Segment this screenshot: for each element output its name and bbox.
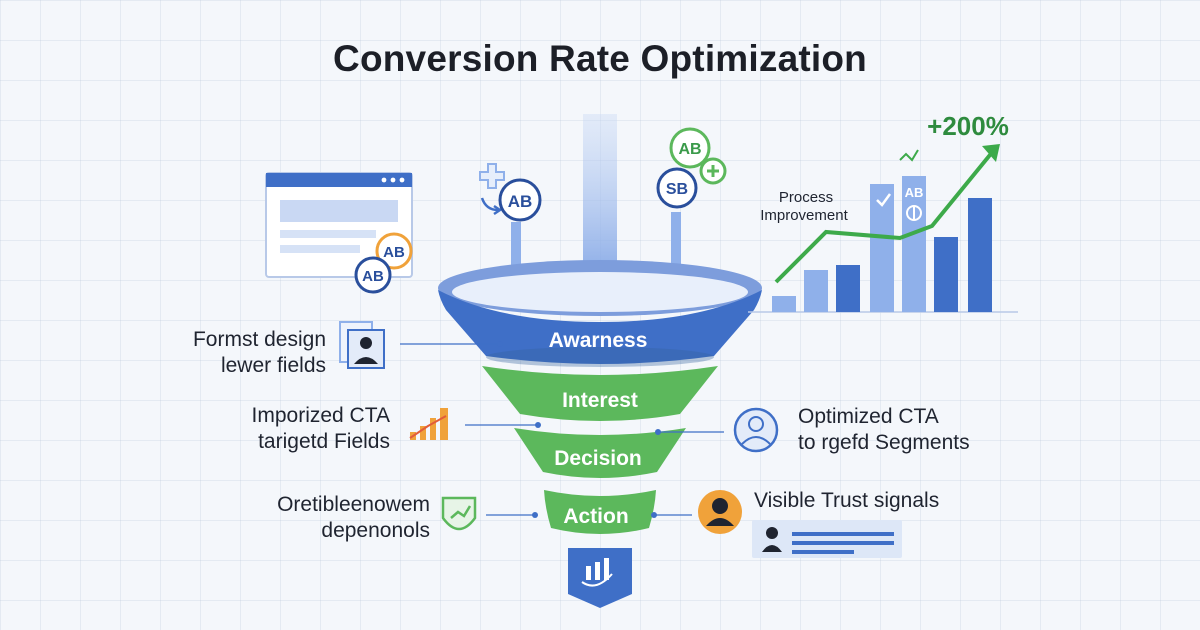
right-note-2-line1: Visible Trust signals <box>754 489 940 512</box>
ab-badge-blue-small: AB <box>354 256 392 294</box>
left-note-form-design: Formst design lewer fields <box>120 327 326 379</box>
right-note-trust-signals: Visible Trust signals <box>754 488 1014 514</box>
right-note-optimized-cta: Optimized CTA to rgefd Segments <box>798 404 1058 456</box>
growth-change-label: +200% <box>927 111 1009 141</box>
trend-spark-icon <box>899 149 919 162</box>
growth-annotation-line1: Process <box>779 189 833 206</box>
shield-check-icon <box>441 496 477 531</box>
ab-badge-green: AB <box>669 127 711 169</box>
stage-action-band <box>544 490 656 534</box>
funnel <box>438 260 762 608</box>
review-card-icon <box>752 520 902 558</box>
ab-badge-3-text: AB <box>508 192 533 211</box>
stage-label-decision: Decision <box>554 447 642 470</box>
user-avatar-icon <box>733 407 779 453</box>
ab-badge-2-text: AB <box>362 268 384 285</box>
plus-circle-icon <box>699 157 727 185</box>
left-note-3-line2: depenonols <box>321 519 430 542</box>
stage-awareness-band <box>438 290 762 364</box>
chart-up-icon <box>581 558 613 587</box>
growth-annotation-line2: Improvement <box>760 207 848 224</box>
growth-arrowhead <box>982 144 1000 162</box>
stage-label-interest: Interest <box>562 389 638 412</box>
left-note-3-line1: Oretibleenowem <box>277 493 430 516</box>
left-note-2-line2: tarigetd Fields <box>258 430 390 453</box>
stage-label-action: Action <box>563 505 628 528</box>
stage-decision-band <box>514 428 686 478</box>
plus-icon <box>479 163 505 216</box>
left-note-cta: Imporized CTA tarigetd Fields <box>140 403 390 455</box>
left-note-1-line2: lewer fields <box>220 354 326 377</box>
growth-bar <box>772 296 796 312</box>
growth-chart: AB <box>748 144 1018 313</box>
sb-badge: SB <box>656 167 698 209</box>
left-note-dependencies: Oretibleenowem depenonols <box>160 492 430 544</box>
growth-bar <box>934 237 958 312</box>
stage-interest-band <box>482 366 718 421</box>
ab-badge-5-text: SB <box>666 181 688 198</box>
left-note-1-line1: Formst design <box>192 328 326 351</box>
ab-badge-orange: AB <box>375 232 413 270</box>
ab-badge-1-text: AB <box>383 244 405 261</box>
right-note-1-line2: to rgefd Segments <box>798 431 970 454</box>
bar-badge-text: AB <box>905 185 924 200</box>
left-note-2-line1: Imporized CTA <box>251 404 390 427</box>
connector-lines <box>400 343 724 516</box>
ab-badge-4-text: AB <box>678 141 701 158</box>
growth-bar <box>804 270 828 312</box>
bar-growth-icon <box>409 408 448 440</box>
growth-bar <box>836 265 860 312</box>
trust-avatar-icon <box>698 490 742 534</box>
growth-trend-line <box>774 148 996 284</box>
growth-bar <box>902 176 926 312</box>
right-note-1-line1: Optimized CTA <box>798 405 939 428</box>
ab-badge-left-arrow: AB <box>498 178 542 222</box>
connector-dots <box>497 341 661 518</box>
stage-label-awareness: Awarness <box>549 329 648 352</box>
form-user-icon <box>339 321 385 369</box>
growth-bar <box>968 198 992 312</box>
check-icon <box>876 193 892 207</box>
page-title: Conversion Rate Optimization <box>333 38 867 79</box>
